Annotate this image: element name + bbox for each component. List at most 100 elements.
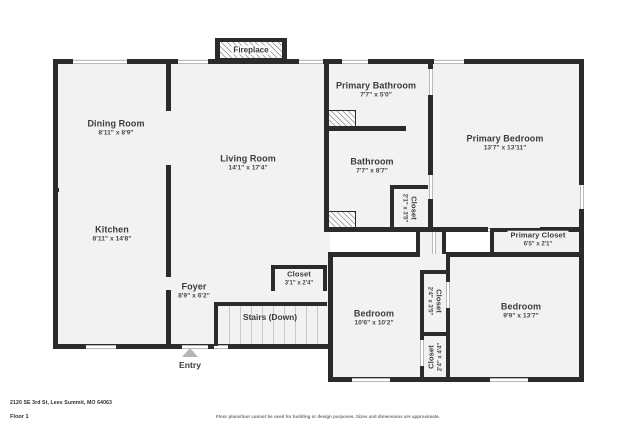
room-name: Bathroom xyxy=(350,156,394,167)
room-dimension: 2'1" x 3'5" xyxy=(401,193,408,223)
wall-north-living-a xyxy=(168,59,178,64)
wall-closet-low-right xyxy=(446,334,450,378)
slab-primary-wing xyxy=(436,59,584,230)
room-dimension: 9'9" x 13'7" xyxy=(503,312,539,320)
room-label-living-room: Living Room 14'1" x 17'4" xyxy=(220,153,276,172)
window-pbed-north xyxy=(434,59,464,64)
wall-bathwing-pbed-c xyxy=(428,199,433,231)
door-closet-bedroom-right xyxy=(420,340,424,366)
room-label-primary-closet: Primary Closet 6'5" x 2'1" xyxy=(507,230,569,250)
floor-label: Floor 1 xyxy=(10,414,29,420)
wall-exterior-south-right xyxy=(328,377,584,382)
room-label-bedroom-right: Bedroom 9'9" x 13'7" xyxy=(501,301,541,320)
door-bathroom xyxy=(428,175,433,199)
wall-hall-east xyxy=(442,232,446,254)
slab-living xyxy=(168,59,330,271)
footer: 2120 SE 3rd St, Lees Summit, MO 64063 Fl… xyxy=(0,392,640,426)
room-dimension: 10'6" x 10'2" xyxy=(354,319,394,327)
room-label-dining-room: Dining Room 8'11" x 8'9" xyxy=(87,118,144,137)
room-label-primary-bedroom: Primary Bedroom 13'7" x 13'11" xyxy=(466,133,543,152)
room-label-closet-bathroom: Closet 2'1" x 3'5" xyxy=(401,193,419,223)
slab-left-wing xyxy=(58,59,170,344)
room-dimension: 6'5" x 2'1" xyxy=(523,241,553,248)
wall-exterior-north-left-b xyxy=(127,59,173,64)
window-pbed-east xyxy=(579,185,584,209)
wall-pcloset-top xyxy=(490,228,584,232)
bathroom-tub-hatch xyxy=(328,211,356,228)
window-kitchen-south xyxy=(86,344,116,349)
wall-fireplace-right xyxy=(283,38,287,60)
disclaimer-text: Floor plans/tour cannot be used for buil… xyxy=(216,414,440,419)
primary-bathroom-tub-hatch xyxy=(328,110,356,127)
room-dimension: 13'7" x 13'11" xyxy=(483,144,527,152)
wall-exterior-north-left xyxy=(53,59,73,64)
window-living-north-2 xyxy=(299,59,325,64)
room-name: Closet xyxy=(434,289,444,313)
wall-exterior-east-lower xyxy=(579,254,584,382)
floor-plan-canvas[interactable]: Fireplace xyxy=(0,0,640,392)
entry-arrow-icon xyxy=(182,348,198,357)
room-label-primary-bathroom: Primary Bathroom 7'7" x 5'0" xyxy=(336,80,416,99)
fireplace-label: Fireplace xyxy=(231,45,271,55)
window-bedroom-south-2 xyxy=(490,377,528,382)
room-name: Primary Bathroom xyxy=(335,80,417,91)
wall-foyer-closet-right xyxy=(323,265,327,291)
room-label-closet-bedroom-right: Closet 2'4" x 4'4" xyxy=(426,342,445,372)
wall-stairs-left xyxy=(214,302,218,346)
room-label-closet-bedroom-left: Closet 2'4" x 3'5" xyxy=(426,286,444,316)
window-living-north-1 xyxy=(178,59,208,64)
window-foyer-south xyxy=(214,344,228,349)
wall-bedwing-north-a xyxy=(328,252,420,257)
window-bedroom-south-1 xyxy=(352,377,390,382)
door-hall xyxy=(432,232,436,254)
wall-fireplace-top xyxy=(215,38,287,42)
wall-living-bathwing xyxy=(324,59,329,231)
wall-bathwing-south xyxy=(324,227,434,232)
wall-closet-bath-top xyxy=(390,185,428,189)
wall-foyer-closet-left xyxy=(271,265,275,291)
room-name: Bedroom xyxy=(353,308,395,319)
wall-exterior-east-upper xyxy=(579,59,584,185)
wall-pbed-south-a xyxy=(434,227,488,232)
slab-foyer xyxy=(168,269,330,344)
room-name: Bedroom xyxy=(500,301,542,312)
wall-pcloset-left xyxy=(490,228,494,254)
door-closet-bedroom-left xyxy=(446,282,450,308)
wall-exterior-west xyxy=(53,59,58,349)
wall-closet-low-top xyxy=(420,332,450,336)
property-address: 2120 SE 3rd St, Lees Summit, MO 64063 xyxy=(10,400,113,406)
room-name: Closet xyxy=(426,345,436,369)
room-label-foyer: Foyer 8'9" x 6'2" xyxy=(178,281,210,300)
room-dimension: 8'9" x 6'2" xyxy=(178,292,210,300)
wall-dining-living-upper xyxy=(166,59,171,111)
room-name: Foyer xyxy=(181,281,207,292)
room-name: Primary Closet xyxy=(510,230,566,240)
window-dining-north xyxy=(73,59,127,64)
wall-bedwing-north-b xyxy=(446,252,584,257)
wall-pbath-bath xyxy=(328,126,406,131)
wall-closet-bath-left xyxy=(390,185,394,231)
room-label-closet-foyer: Closet 3'1" x 2'4" xyxy=(285,269,314,288)
wall-north-fireplace-base xyxy=(215,59,287,64)
door-primary-bath xyxy=(428,69,433,95)
room-dimension: 14'1" x 17'4" xyxy=(228,164,268,172)
stairs-treads xyxy=(218,306,327,344)
room-dimension: 7'7" x 8'7" xyxy=(356,167,388,175)
wall-fireplace-left xyxy=(215,38,219,60)
slab-bath-wing xyxy=(328,59,438,230)
room-name: Kitchen xyxy=(95,224,129,235)
room-dimension: 2'4" x 3'5" xyxy=(426,286,433,316)
wall-bathwing-pbed-a xyxy=(428,59,433,69)
wall-bedwing-west xyxy=(328,252,333,382)
room-name: Living Room xyxy=(220,153,276,164)
entry-label: Entry xyxy=(179,360,201,370)
room-name: Closet xyxy=(409,196,419,220)
room-dimension: 8'11" x 8'9" xyxy=(98,129,134,137)
room-dimension: 8'11" x 14'8" xyxy=(92,235,132,243)
wall-north-pbed xyxy=(464,59,584,64)
room-name: Dining Room xyxy=(87,118,145,129)
room-name: Closet xyxy=(287,269,311,279)
wall-foyer-west-stub xyxy=(166,290,171,344)
room-dimension: 2'4" x 4'4" xyxy=(437,342,444,372)
